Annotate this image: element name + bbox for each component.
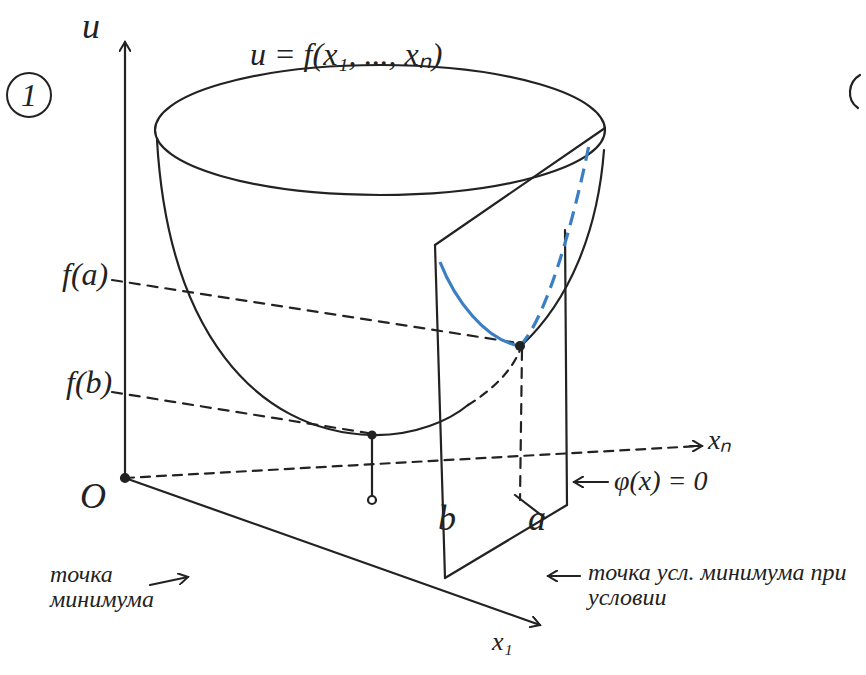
axis-label: xₙ [708,425,731,454]
function-label: u = f(x₁, ..., xₙ) [250,38,442,72]
point-label: b [438,500,456,538]
axis-label: x₁ [492,628,513,655]
value-label: f(a) [62,258,108,292]
note-label: точка усл. минимума при условии [588,560,858,610]
axis-label: u [82,8,100,46]
value-label: f(b) [66,366,112,400]
origin-label: O [80,478,106,516]
note-label: точка минимума [50,562,150,612]
callout-circle: 1 [6,72,52,118]
point-label: a [528,500,546,538]
callout-number: 1 [21,77,37,114]
condition-label: φ(x) = 0 [614,466,707,495]
